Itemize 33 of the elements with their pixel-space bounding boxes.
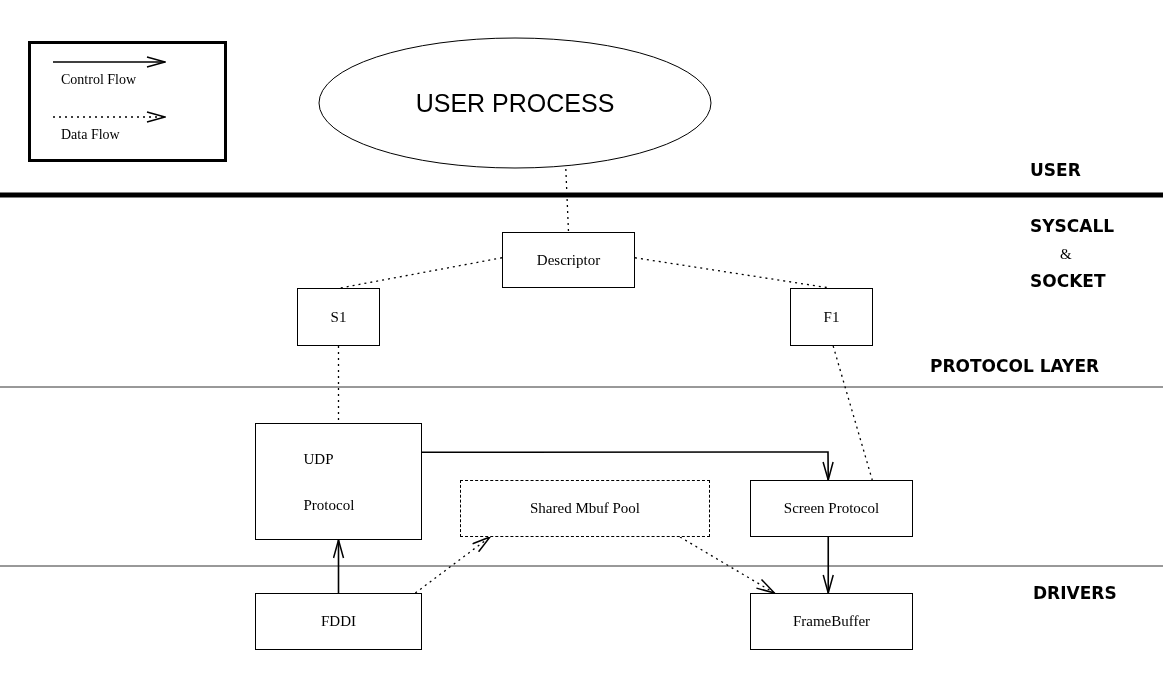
process-ellipse <box>318 37 712 169</box>
process-box <box>297 288 380 346</box>
node-label: FrameBuffer <box>791 612 872 631</box>
node-label: Descriptor <box>535 250 602 270</box>
process-box <box>750 480 913 537</box>
connector-line <box>565 168 570 233</box>
node-label: Screen Protocol <box>782 499 881 518</box>
node-label: USER PROCESS <box>414 87 616 119</box>
layer-label: USER <box>1030 160 1081 180</box>
node-label: Shared Mbuf Pool <box>529 499 641 518</box>
pool-box <box>460 480 710 537</box>
arrow <box>332 539 345 594</box>
legend-label: Control Flow <box>61 72 137 88</box>
layer-label: & <box>1060 246 1072 263</box>
layer-label: SOCKET <box>1030 271 1106 291</box>
process-box <box>502 232 635 288</box>
process-box <box>790 288 873 346</box>
arrow <box>822 536 834 594</box>
layer-label: DRIVERS <box>1033 583 1117 603</box>
legend-label: Data Flow <box>61 127 120 143</box>
node-label: S1 <box>329 307 348 327</box>
node-label: F1 <box>822 307 841 327</box>
node-label: UDP Protocol <box>302 449 356 515</box>
node-label: FDDI <box>320 612 357 631</box>
process-box <box>255 593 422 650</box>
arrow <box>421 451 834 481</box>
layer-label: PROTOCOL LAYER <box>930 356 1100 376</box>
process-box <box>255 423 422 540</box>
process-box <box>750 593 913 650</box>
layer-label: SYSCALL <box>1030 216 1115 236</box>
arrow <box>414 536 491 594</box>
connector-line <box>832 345 873 481</box>
arrow <box>679 536 776 594</box>
